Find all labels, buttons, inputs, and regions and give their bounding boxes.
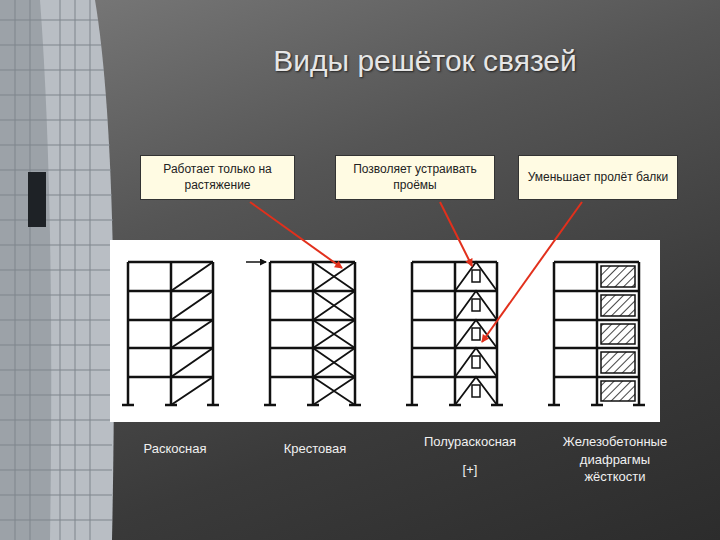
slide-title: Виды решёток связей (180, 44, 670, 78)
leader-arrows (250, 202, 582, 342)
drawing-panel (110, 240, 660, 422)
building-photo (0, 0, 114, 540)
type-label: Полураскосная (405, 433, 535, 451)
callout-text: Работает только на растяжение (147, 162, 288, 193)
callout-text: Уменьшает пролёт балки (528, 170, 669, 186)
frame-shear-wall (548, 262, 645, 405)
frame-cross-braced (246, 262, 361, 405)
type-label: Раскосная (125, 440, 225, 458)
type-label: Железобетонные диафрагмы жёсткости (548, 433, 682, 486)
type-label: Крестовая (265, 440, 365, 458)
callout-text: Позволяет устраивать проёмы (342, 162, 488, 193)
type-label: [+] (440, 461, 500, 479)
load-arrow (246, 261, 266, 263)
callout-box: Работает только на растяжение (140, 155, 295, 200)
frame-braced (122, 262, 219, 405)
callout-box: Уменьшает пролёт балки (518, 155, 678, 200)
callout-box: Позволяет устраивать проёмы (335, 155, 495, 200)
